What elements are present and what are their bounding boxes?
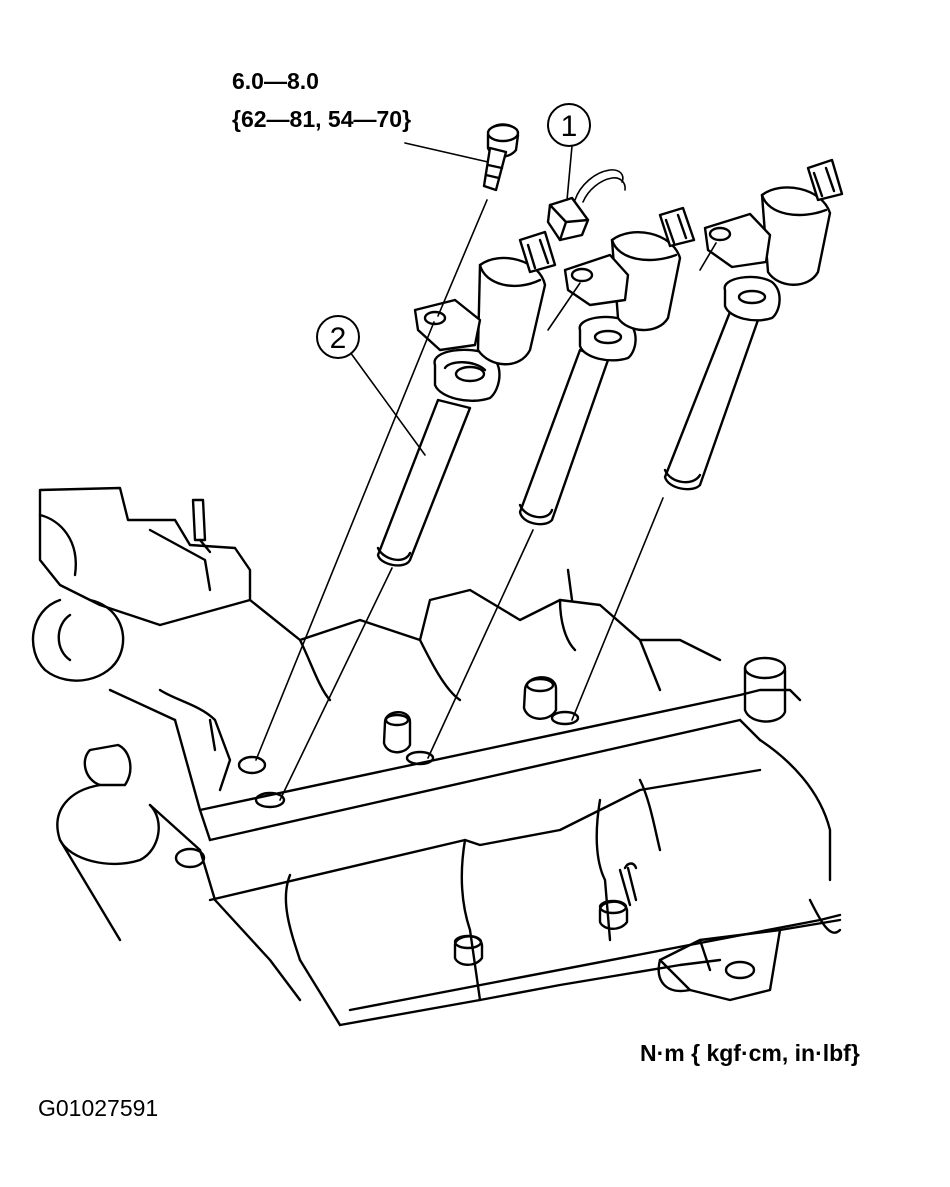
ignition-coil-left (376, 230, 557, 567)
ignition-coil-middle (518, 206, 696, 526)
torque-value-alt: {62—81, 54—70} (232, 106, 412, 132)
figure-id: G01027591 (38, 1095, 159, 1121)
callout-2: 2 (316, 315, 360, 359)
callout-1: 1 (547, 103, 591, 147)
torque-value-nm: 6.0—8.0 (232, 68, 319, 94)
ignition-coil-right (663, 158, 844, 491)
engine-cylinder-head (31, 486, 842, 1027)
callout-2-number: 2 (330, 322, 347, 355)
assembly-leader-lines (255, 142, 717, 801)
coil-connector (546, 169, 626, 242)
callout-1-number: 1 (561, 110, 578, 143)
units-legend: N·m { kgf·cm, in·lbf} (640, 1040, 860, 1066)
coil-bolt (482, 123, 520, 192)
